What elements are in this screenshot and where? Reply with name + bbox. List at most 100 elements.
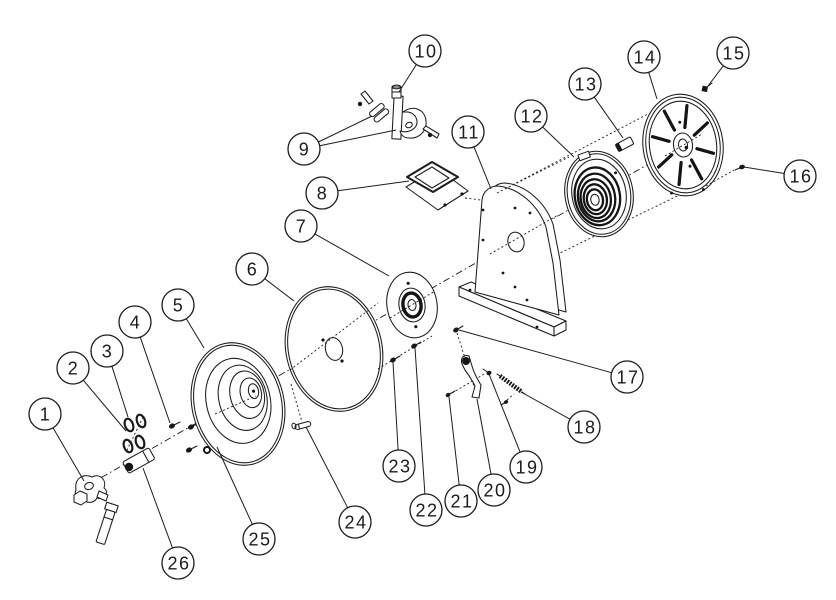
callout-balloon	[305, 176, 339, 210]
callout-number: 2	[68, 359, 80, 379]
callout-balloon	[627, 40, 661, 74]
part-inlet-swivel	[73, 475, 119, 545]
callout-number: 14	[633, 48, 656, 68]
leader-line	[314, 233, 390, 277]
callout-number: 20	[483, 481, 506, 501]
callout-number: 15	[722, 44, 745, 64]
part-set-screw	[701, 82, 713, 93]
part-outlet-roller-bracket	[405, 161, 498, 211]
callout-number: 4	[130, 313, 142, 333]
screw	[390, 355, 401, 363]
callout-balloon	[90, 334, 124, 368]
leader-line	[520, 391, 571, 420]
leader-line	[458, 329, 612, 374]
callout-balloon	[610, 360, 644, 394]
callout-balloon	[382, 449, 416, 483]
guide-hook	[399, 107, 427, 139]
callout-24: 24	[305, 426, 372, 539]
leader-line	[216, 446, 253, 525]
callout-balloon	[568, 67, 602, 101]
callout-balloon	[409, 493, 443, 527]
callout-number: 18	[573, 418, 596, 438]
callout-1: 1	[28, 397, 85, 482]
callout-number: 21	[450, 492, 473, 512]
leader-line	[318, 115, 373, 143]
callout-number: 12	[520, 107, 543, 127]
callout-6: 6	[235, 252, 295, 302]
leader-line	[473, 146, 492, 190]
callout-number: 23	[388, 457, 411, 477]
wheel-spokes	[650, 103, 716, 187]
part-support-bracket	[458, 156, 570, 337]
latch-pawl	[460, 354, 482, 399]
screw	[168, 421, 181, 429]
leader-line	[82, 379, 127, 432]
leader-line	[264, 278, 295, 302]
leader-line	[488, 373, 521, 453]
leader-line	[593, 96, 624, 139]
callout-balloon	[284, 209, 318, 243]
callout-balloon	[408, 34, 442, 68]
callout-11: 11	[451, 115, 492, 190]
screw	[411, 341, 422, 349]
part-hub-plate	[386, 271, 438, 339]
screw	[453, 325, 464, 333]
leader-line	[185, 318, 205, 349]
callout-9: 9	[287, 115, 397, 166]
part-reel-disc	[284, 286, 384, 412]
callout-number: 6	[247, 260, 259, 280]
leader-line	[392, 361, 399, 451]
callout-balloon	[161, 546, 195, 580]
screw	[185, 445, 198, 453]
callout-number: 26	[167, 554, 190, 574]
callout-number: 11	[458, 123, 480, 143]
callout-15: 15	[707, 36, 750, 87]
callout-22: 22	[409, 347, 443, 527]
callout-number: 24	[344, 513, 367, 533]
leader-line	[648, 72, 658, 100]
callout-3: 3	[90, 334, 129, 418]
callout-23: 23	[382, 361, 416, 483]
callout-number: 13	[574, 75, 597, 95]
screw	[445, 390, 456, 398]
leader-line	[52, 427, 85, 482]
part-spring-cassette	[564, 150, 634, 238]
clamp-pin	[360, 90, 374, 105]
leader-line	[305, 426, 349, 509]
callout-17: 17	[458, 329, 644, 394]
callout-balloon	[783, 159, 817, 193]
callout-balloon	[567, 410, 601, 444]
leader-line	[414, 347, 426, 495]
leader-line	[337, 180, 410, 192]
callout-number: 5	[173, 296, 185, 316]
callout-25: 25	[216, 446, 276, 556]
callout-7: 7	[284, 209, 390, 277]
part-drum-half	[190, 342, 286, 466]
leader-line	[743, 166, 785, 174]
callout-4: 4	[118, 305, 171, 424]
leader-line	[448, 396, 460, 486]
callout-balloon	[444, 484, 478, 518]
callout-balloon	[338, 505, 372, 539]
leader-line	[398, 64, 417, 93]
callout-10: 10	[398, 34, 442, 93]
guide-clamp	[369, 102, 390, 123]
callout-balloon	[509, 450, 543, 484]
callout-18: 18	[520, 391, 601, 444]
callout-number: 19	[515, 458, 538, 478]
callout-5: 5	[161, 288, 205, 349]
disc-pin-hole	[340, 359, 344, 363]
callout-number: 16	[789, 167, 812, 187]
callout-balloon	[514, 99, 548, 133]
disc-axis-line	[289, 302, 379, 371]
callout-number: 22	[415, 501, 438, 521]
callout-8: 8	[305, 176, 410, 210]
callout-26: 26	[142, 467, 195, 580]
callout-number: 25	[248, 530, 271, 550]
drum-axis-hidden-line	[214, 395, 257, 415]
wheel-axis-line	[664, 133, 703, 157]
leader-line	[707, 65, 724, 87]
callout-balloon	[477, 473, 511, 507]
